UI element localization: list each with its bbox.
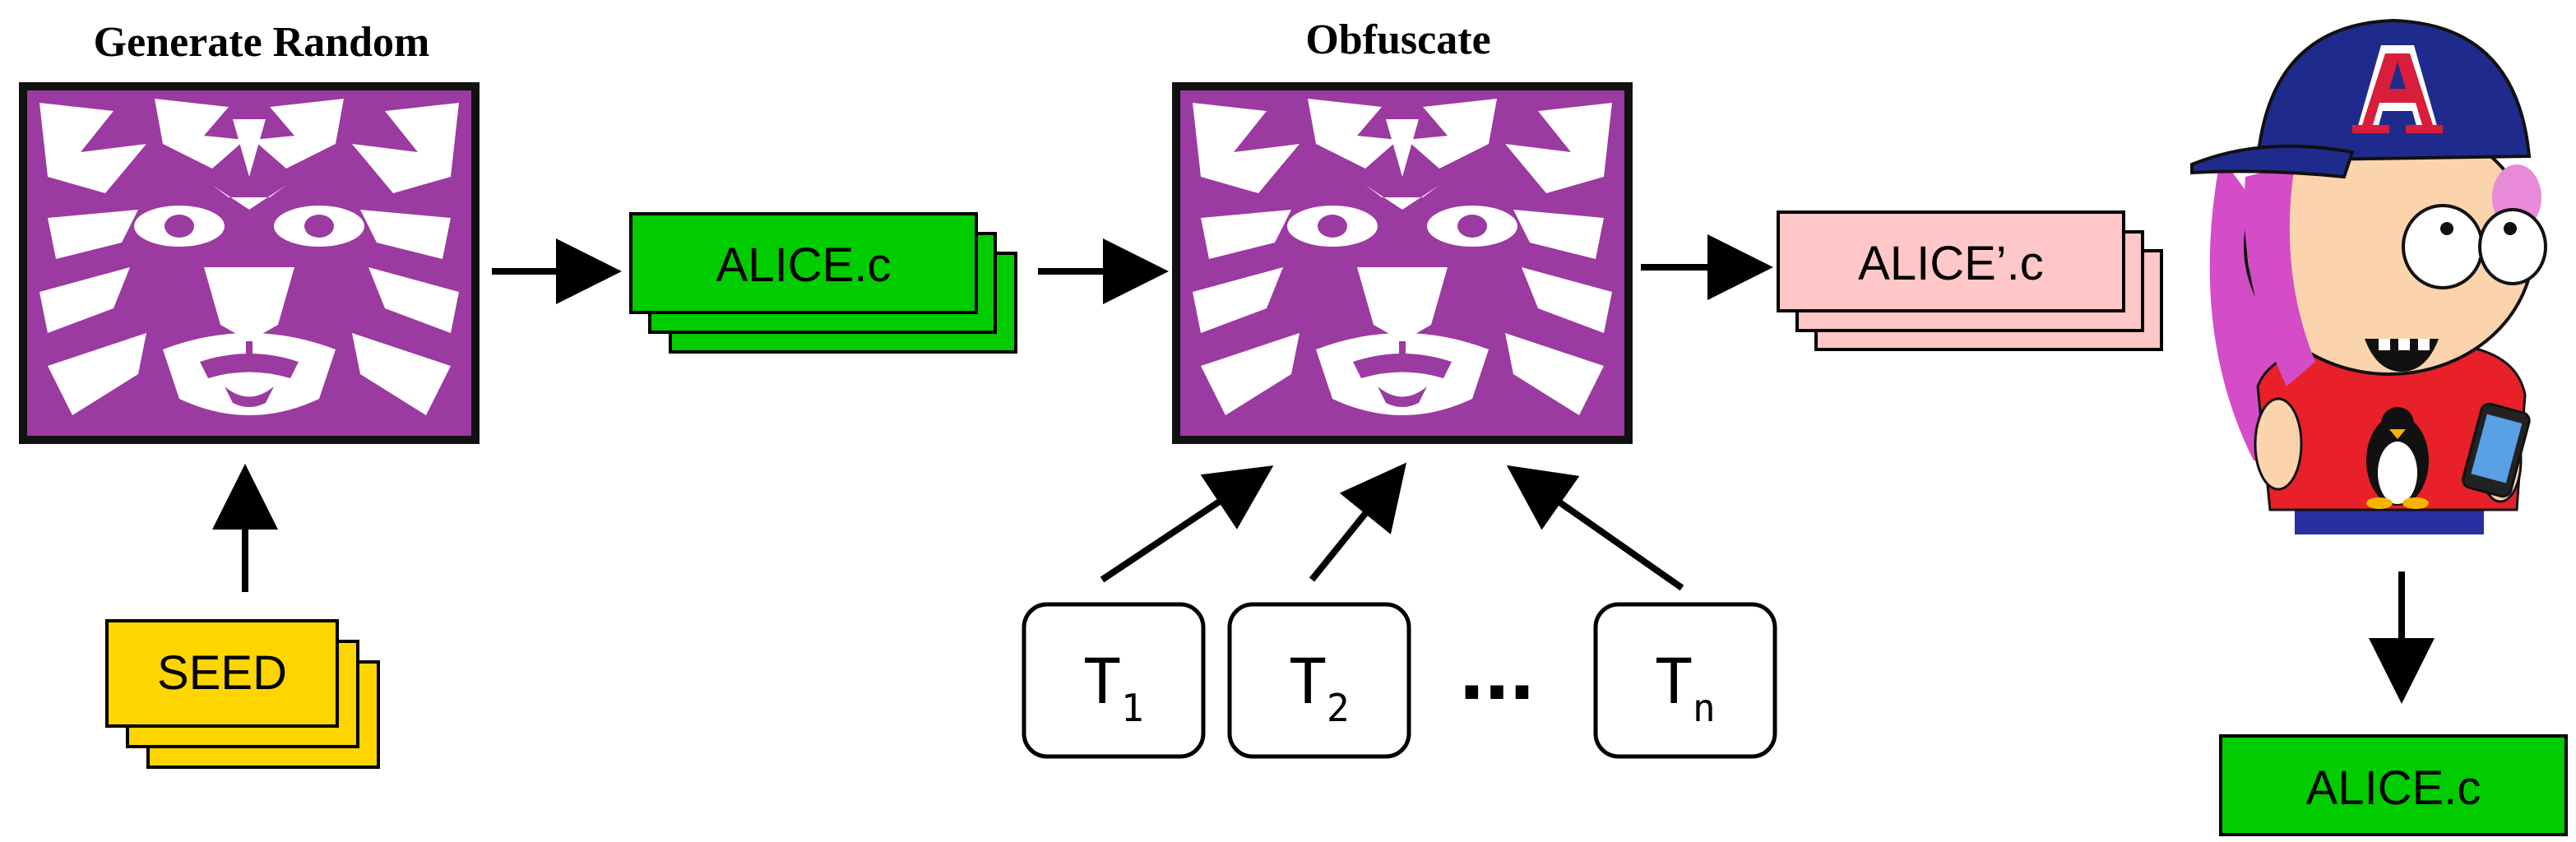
svg-text:Tn: Tn: [1655, 645, 1715, 730]
transform-letter: T: [1655, 645, 1693, 718]
transform-box-1: T1: [1022, 602, 1206, 759]
seed-label: SEED: [157, 646, 287, 700]
transform-subscript: 1: [1121, 686, 1144, 730]
alice-prime-label: ALICE’.c: [1858, 237, 2044, 290]
penguin-icon: [2366, 407, 2429, 509]
arrow-tn-to-obfuscator: [1506, 465, 1684, 591]
generate-random-title: Generate Random: [94, 19, 430, 66]
transforms-ellipsis: ...: [1459, 618, 1535, 719]
smartphone-icon: [2462, 402, 2531, 498]
transform-letter: T: [1289, 645, 1327, 718]
arrow-t2-to-obfuscator: [1309, 462, 1407, 582]
alice-file-stack: ALICE.c: [629, 212, 1017, 354]
seed-file-stack: SEED: [105, 619, 380, 769]
alice-prime-file-stack: ALICE’.c: [1777, 210, 2163, 351]
svg-text:T2: T2: [1289, 645, 1349, 730]
obfuscator-tiger-image: [1176, 86, 1629, 440]
generated-tiger-image: [23, 86, 475, 440]
transform-box-n: Tn: [1593, 602, 1777, 759]
svg-text:T1: T1: [1083, 645, 1143, 730]
transform-subscript: n: [1693, 686, 1716, 730]
obfuscate-title: Obfuscate: [1305, 16, 1490, 63]
transform-box-2: T2: [1227, 602, 1411, 759]
transform-letter: T: [1083, 645, 1121, 718]
cartoon-character-icon: [2190, 18, 2547, 534]
arrow-t1-to-obfuscator: [1100, 465, 1274, 583]
alice-output-label: ALICE.c: [2306, 761, 2481, 815]
alice-label: ALICE.c: [716, 238, 892, 292]
alice-output-file: ALICE.c: [2219, 734, 2568, 836]
letter-a-logo-icon: [2352, 45, 2443, 133]
transform-subscript: 2: [1327, 686, 1350, 730]
